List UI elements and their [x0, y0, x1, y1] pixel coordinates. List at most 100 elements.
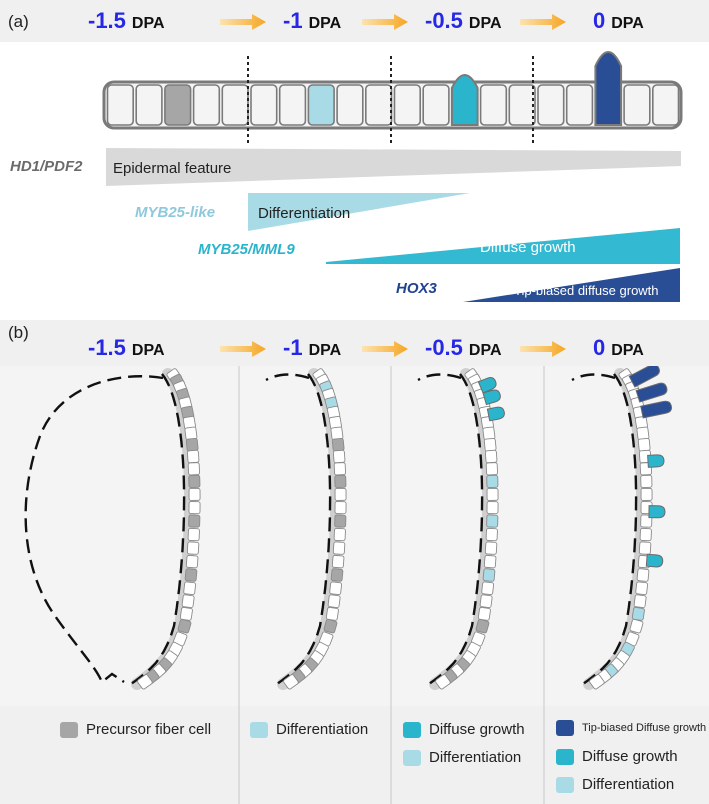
fiber-cell — [647, 454, 665, 468]
swatch-precursor — [60, 721, 78, 738]
ovule-outline — [265, 373, 310, 382]
ovule-cell — [186, 449, 200, 464]
ovule-cell — [332, 541, 346, 555]
swatch-differentiation — [403, 749, 421, 766]
ovule-cell — [486, 474, 499, 488]
ovule-cell — [334, 487, 347, 501]
ovule-cell — [486, 514, 499, 528]
gene-label-myb25-mml9: MYB25/MML9 — [198, 241, 295, 258]
ovule-cell — [477, 606, 491, 621]
ovule-cell — [325, 606, 339, 621]
fiber-cell — [477, 377, 497, 394]
legend-dividers — [238, 706, 545, 804]
arrow-icon — [220, 341, 266, 357]
epidermal-cell-row — [102, 51, 683, 146]
fiber-cell — [628, 366, 660, 388]
ovule-outline — [130, 373, 186, 685]
feature-label-tip-biased: Tip-biased diffuse growth — [514, 283, 659, 298]
epidermal-cell — [422, 84, 450, 126]
epidermal-cell — [106, 84, 135, 126]
ramp-epidermal — [106, 148, 681, 186]
ovule-cell — [481, 581, 495, 596]
ovule-cell — [184, 568, 198, 582]
arrow-icon — [362, 341, 408, 357]
ovule-cell — [332, 449, 346, 464]
ovule-cell — [479, 594, 493, 609]
gene-label-hd1: HD1/PDF2 — [10, 158, 83, 175]
legend-item-differentiation: Differentiation — [403, 749, 521, 766]
ovule-cell — [483, 437, 497, 452]
epidermal-cell — [508, 84, 536, 126]
ovule-cell — [589, 674, 605, 690]
ovule-cell — [181, 594, 195, 609]
ovule-cell — [330, 568, 344, 582]
fiber-cell — [486, 406, 505, 422]
ovule-stage-2 — [265, 368, 347, 690]
ramp-differentiation — [248, 193, 470, 231]
ovule-cell — [183, 581, 197, 596]
tip-growth-cell — [594, 51, 623, 126]
epidermal-cell — [623, 84, 651, 126]
epidermal-cell — [393, 84, 422, 126]
ovule-stage-4 — [571, 366, 672, 690]
legend-item-precursor: Precursor fiber cell — [60, 721, 211, 738]
ovule-cell — [187, 527, 200, 542]
ovule-cell — [484, 449, 498, 464]
arrow-icon — [220, 14, 266, 30]
ovule-cell — [333, 462, 347, 476]
ovule-cell — [186, 541, 200, 555]
epidermal-cell — [250, 84, 278, 126]
ramp-tip-biased — [463, 268, 680, 302]
ovule-cell — [185, 437, 199, 452]
swatch-tip-biased — [556, 720, 574, 736]
ovule-stage-1 — [24, 368, 201, 690]
swatch-diffuse — [556, 748, 574, 765]
swatch-differentiation — [556, 776, 574, 793]
ovule-cell — [327, 594, 341, 609]
feature-label-differentiation: Differentiation — [258, 205, 351, 222]
ovule-cell — [137, 674, 153, 690]
ovule-cell — [331, 437, 345, 452]
epidermal-cell — [364, 84, 393, 126]
ovule-cell — [629, 618, 644, 634]
epidermal-cell — [164, 84, 192, 126]
fiber-cell — [648, 505, 666, 519]
fiber-cell — [635, 382, 668, 403]
ovule-cell — [177, 618, 192, 634]
ovule-cell — [188, 487, 201, 501]
arrow-icon — [362, 14, 408, 30]
legend — [0, 706, 709, 804]
ovule-cell — [482, 568, 496, 582]
ovule-cell — [334, 501, 347, 515]
ovule-cell — [637, 437, 651, 452]
ovule-outline — [571, 373, 616, 382]
epidermal-cell — [135, 84, 163, 126]
ovule-cell — [633, 594, 647, 609]
legend-item-diffuse: Diffuse growth — [403, 721, 525, 738]
epidermal-cell — [651, 84, 680, 126]
ovule-stage-3 — [417, 368, 505, 690]
ovule-cell — [185, 554, 199, 569]
arrow-icon — [520, 341, 566, 357]
legend-item-differentiation: Differentiation — [250, 721, 368, 738]
epidermal-cell — [307, 84, 335, 126]
ovule-cell — [486, 487, 499, 501]
ovule-cell — [179, 606, 193, 621]
epidermal-cell — [565, 84, 594, 126]
ovule-cell — [486, 501, 499, 515]
feature-label-diffuse: Diffuse growth — [480, 239, 576, 256]
legend-item-diffuse: Diffuse growth — [556, 748, 678, 765]
epidermal-cell — [336, 84, 364, 126]
ovule-diagram — [0, 366, 709, 706]
arrow-icon — [520, 14, 566, 30]
ovule-outline — [276, 373, 332, 685]
panel-label-b-text: (b) — [8, 323, 29, 342]
ovule-cell — [631, 606, 645, 621]
ovule-cell — [640, 474, 653, 488]
